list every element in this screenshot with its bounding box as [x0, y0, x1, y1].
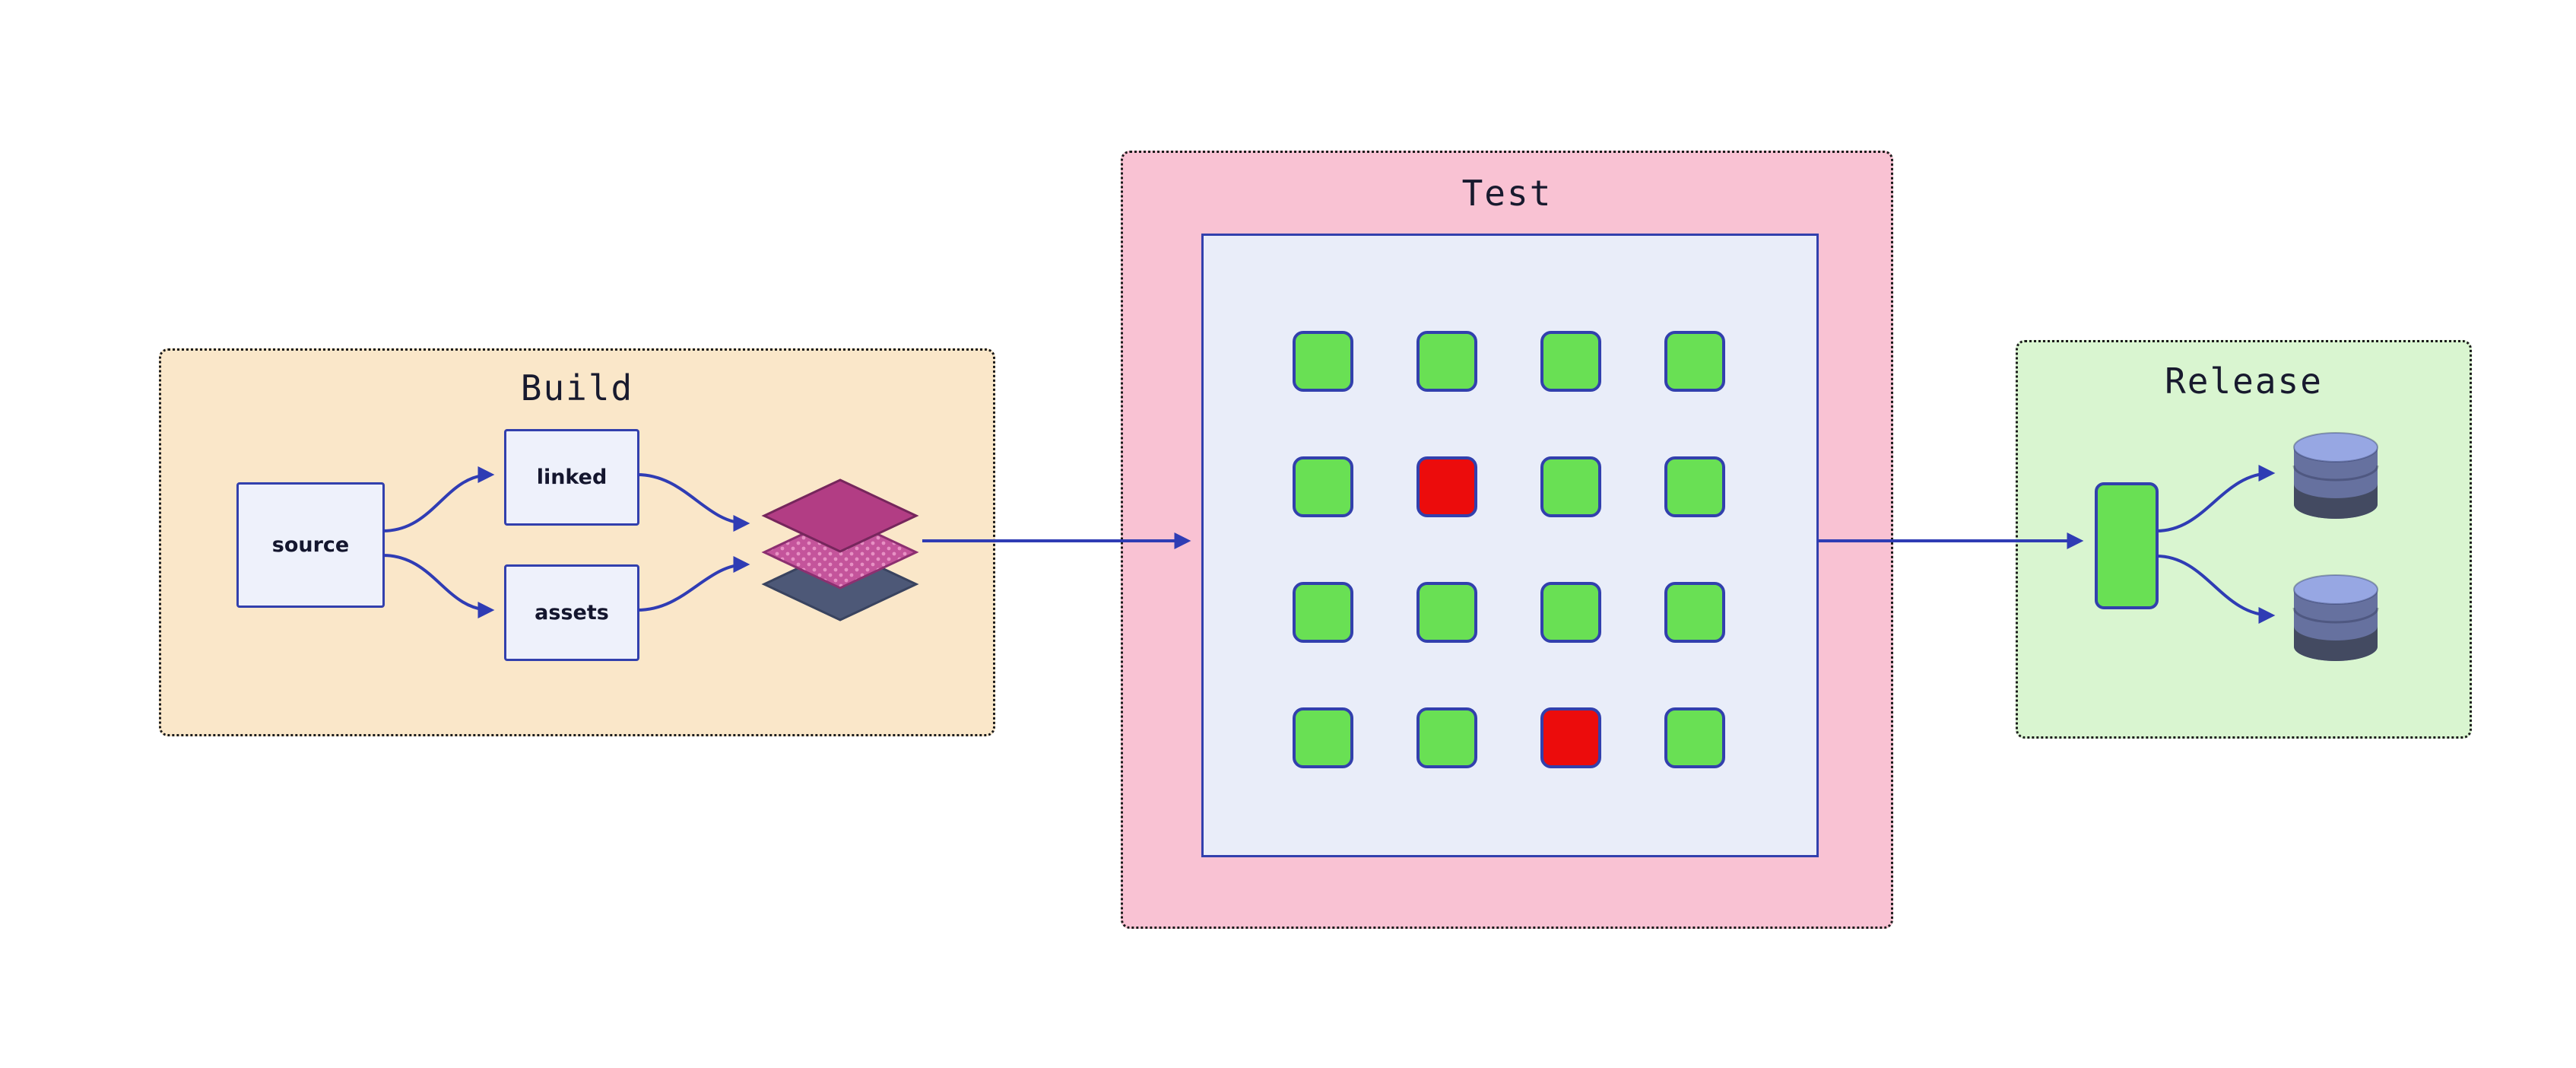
- test-cell-green: [1293, 331, 1353, 392]
- test-cell-green: [1293, 582, 1353, 643]
- test-cell-green: [1416, 582, 1477, 643]
- database-bottom-band: [2294, 626, 2378, 661]
- database-top: [2293, 574, 2378, 605]
- test-cell-green: [1664, 456, 1725, 517]
- test-cell-green: [1416, 331, 1477, 392]
- layer-top-shape: [761, 478, 919, 553]
- test-section: Test: [1121, 151, 1893, 929]
- test-title: Test: [1461, 173, 1553, 214]
- assets-node: assets: [504, 564, 639, 661]
- test-cell-green: [1664, 582, 1725, 643]
- database-top: [2293, 432, 2378, 462]
- test-cell-green: [1540, 582, 1601, 643]
- database-icon: [2292, 432, 2379, 519]
- test-grid: [1293, 331, 1725, 768]
- linked-node: linked: [504, 429, 639, 526]
- linked-node-label: linked: [536, 466, 608, 489]
- test-cell-green: [1416, 707, 1477, 768]
- database-bottom-band: [2294, 484, 2378, 519]
- release-title: Release: [2165, 361, 2323, 402]
- test-cell-red: [1540, 707, 1601, 768]
- database-seam: [2292, 465, 2379, 482]
- layers-stack-icon: [761, 478, 919, 621]
- assets-node-label: assets: [535, 601, 609, 625]
- database-seam: [2292, 607, 2379, 624]
- build-title: Build: [520, 367, 634, 408]
- test-cell-green: [1293, 707, 1353, 768]
- test-board: [1201, 234, 1819, 857]
- test-cell-green: [1664, 707, 1725, 768]
- release-section: Release: [2016, 340, 2472, 739]
- source-node-label: source: [271, 533, 350, 557]
- test-cell-green: [1664, 331, 1725, 392]
- test-cell-green: [1540, 456, 1601, 517]
- test-cell-green: [1293, 456, 1353, 517]
- release-artifact: [2095, 482, 2159, 609]
- test-cell-green: [1540, 331, 1601, 392]
- database-icon: [2292, 574, 2379, 661]
- test-cell-red: [1416, 456, 1477, 517]
- source-node: source: [236, 482, 385, 608]
